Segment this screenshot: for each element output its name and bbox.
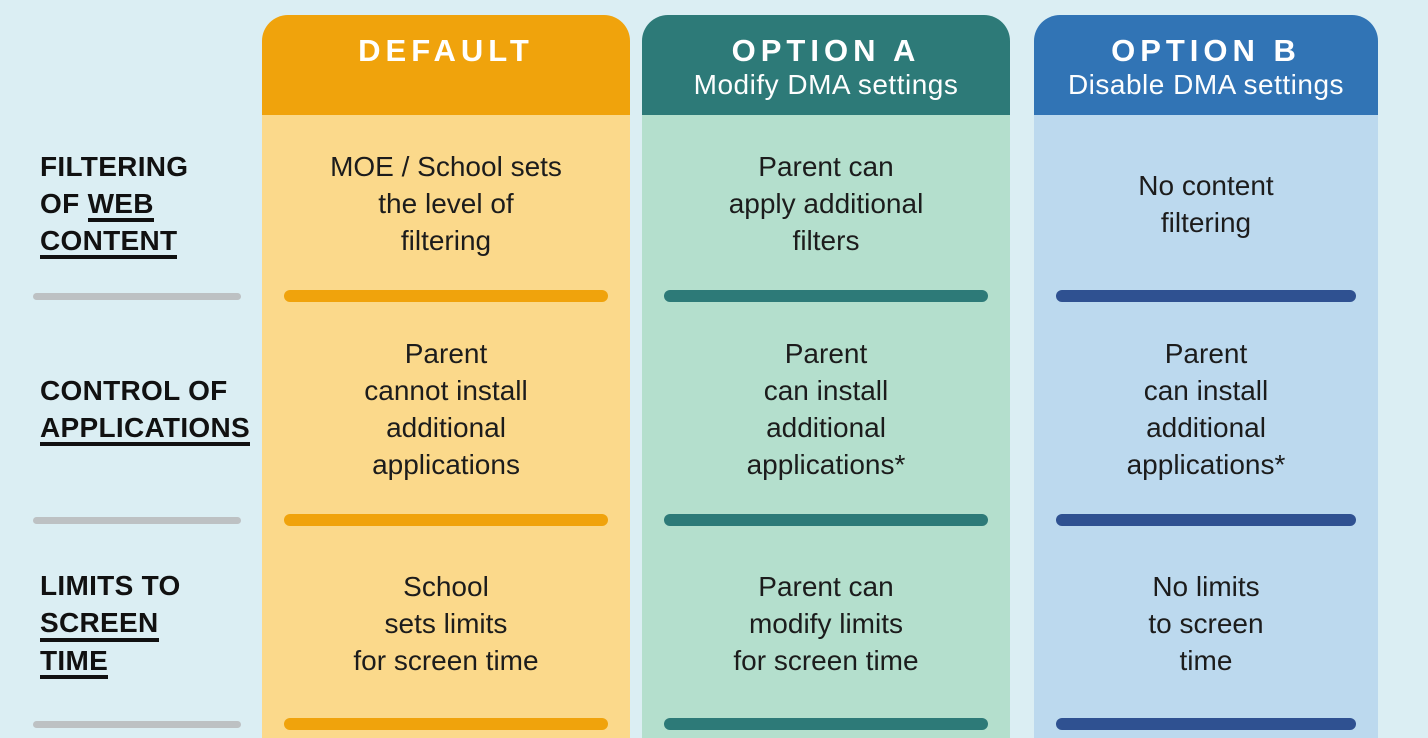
column-header-option-b: OPTION B Disable DMA settings (1034, 15, 1378, 115)
cell-line: apply additional (728, 188, 924, 219)
cell-line: Parent (1164, 338, 1248, 369)
row-divider (664, 718, 988, 730)
cell-line: time (1179, 644, 1233, 676)
row-divider (664, 290, 988, 302)
row-divider (664, 514, 988, 526)
row-label-text: LIMITS TO SCREEN TIME (33, 567, 241, 689)
cell-text: No limits to screen time (1148, 568, 1263, 689)
cell-line: No content (1138, 169, 1274, 201)
label-line-underlined: SCREEN (40, 608, 159, 642)
cell-line: to screen (1148, 607, 1264, 639)
label-line-underlined: WEB (87, 188, 154, 222)
cell-option-b-screen-time: No limits to screen time (1034, 526, 1378, 730)
label-line: CONTROL OF (40, 374, 228, 406)
cell-option-a-applications: Parent can install additional applicatio… (642, 302, 1010, 526)
cell-option-b-applications: Parent can install additional applicatio… (1034, 302, 1378, 526)
cell-line: the level of (378, 188, 514, 219)
label-line-underlined: TIME (40, 645, 109, 679)
cell-line: cannot install (364, 375, 528, 406)
cell-line: Parent can (758, 151, 894, 182)
column-title: DEFAULT (358, 33, 534, 68)
row-divider (1056, 514, 1356, 526)
cell-default-filtering: MOE / School sets the level of filtering (262, 115, 630, 302)
cell-line: applications (372, 449, 520, 480)
cell-line: additional (1146, 412, 1266, 443)
column-option-b: OPTION B Disable DMA settings No content… (1034, 15, 1378, 738)
column-subtitle: Modify DMA settings (693, 69, 959, 100)
column-option-a: OPTION A Modify DMA settings Parent can … (642, 15, 1010, 738)
label-line: FILTERING (40, 150, 189, 182)
column-title: OPTION B (1111, 33, 1301, 68)
cell-default-screen-time: School sets limits for screen time (262, 526, 630, 730)
row-divider (284, 718, 608, 730)
column-subtitle: Disable DMA settings (1067, 69, 1345, 100)
row-divider (33, 721, 241, 728)
label-line: LIMITS TO (40, 570, 181, 602)
cell-text: School sets limits for screen time (353, 568, 538, 689)
cell-line: School (403, 570, 489, 602)
row-label-text: FILTERING OF WEB CONTENT (33, 148, 241, 270)
cell-line: for screen time (733, 644, 919, 676)
cell-option-a-filtering: Parent can apply additional filters (642, 115, 1010, 302)
cell-line: filtering (400, 225, 492, 256)
cell-text: MOE / School sets the level of filtering (330, 148, 562, 269)
column-title: OPTION A (731, 33, 921, 68)
cell-text: Parent cannot install additional applica… (364, 335, 527, 493)
row-divider (33, 293, 241, 300)
cell-line: Parent (404, 338, 488, 369)
label-line: OF (40, 187, 80, 219)
label-line-underlined: CONTENT (40, 226, 178, 260)
cell-text: Parent can install additional applicatio… (1127, 335, 1286, 493)
cell-line: can install (763, 375, 889, 406)
row-divider (284, 290, 608, 302)
cell-line: for screen time (353, 644, 539, 676)
column-body-option-a: Parent can apply additional filters Pare… (642, 115, 1010, 738)
label-line-underlined: APPLICATIONS (40, 412, 250, 447)
row-label-text: CONTROL OF APPLICATIONS (33, 372, 250, 456)
cell-line: Parent (784, 338, 868, 369)
column-body-option-b: No content filtering Parent can install … (1034, 115, 1378, 738)
column-default: DEFAULT MOE / School sets the level of f… (262, 15, 630, 738)
row-label-filtering-web-content: FILTERING OF WEB CONTENT (33, 115, 241, 302)
column-header-default: DEFAULT (262, 15, 630, 115)
column-body-default: MOE / School sets the level of filtering… (262, 115, 630, 738)
column-header-option-a: OPTION A Modify DMA settings (642, 15, 1010, 115)
cell-option-b-filtering: No content filtering (1034, 115, 1378, 302)
cell-line: sets limits (384, 607, 508, 639)
row-label-column: FILTERING OF WEB CONTENT CONTROL OF APPL… (33, 115, 250, 730)
cell-line: filtering (1160, 206, 1252, 238)
cell-line: additional (766, 412, 886, 443)
cell-line: filters (792, 225, 860, 256)
row-label-control-of-applications: CONTROL OF APPLICATIONS (33, 302, 250, 526)
cell-line: modify limits (748, 607, 903, 639)
row-divider (1056, 718, 1356, 730)
row-label-limits-to-screen-time: LIMITS TO SCREEN TIME (33, 526, 241, 730)
cell-text: Parent can modify limits for screen time (733, 568, 918, 689)
cell-text: Parent can install additional applicatio… (747, 335, 906, 493)
cell-line: applications* (746, 449, 906, 480)
cell-line: Parent can (758, 570, 894, 602)
cell-line: can install (1143, 375, 1269, 406)
cell-text: No content filtering (1138, 167, 1273, 251)
row-divider (1056, 290, 1356, 302)
cell-text: Parent can apply additional filters (729, 148, 924, 269)
row-divider (33, 517, 241, 524)
cell-line: No limits (1152, 570, 1260, 602)
cell-default-applications: Parent cannot install additional applica… (262, 302, 630, 526)
cell-option-a-screen-time: Parent can modify limits for screen time (642, 526, 1010, 730)
row-divider (284, 514, 608, 526)
cell-line: MOE / School sets (330, 151, 562, 182)
cell-line: applications* (1126, 449, 1286, 480)
cell-line: additional (386, 412, 506, 443)
